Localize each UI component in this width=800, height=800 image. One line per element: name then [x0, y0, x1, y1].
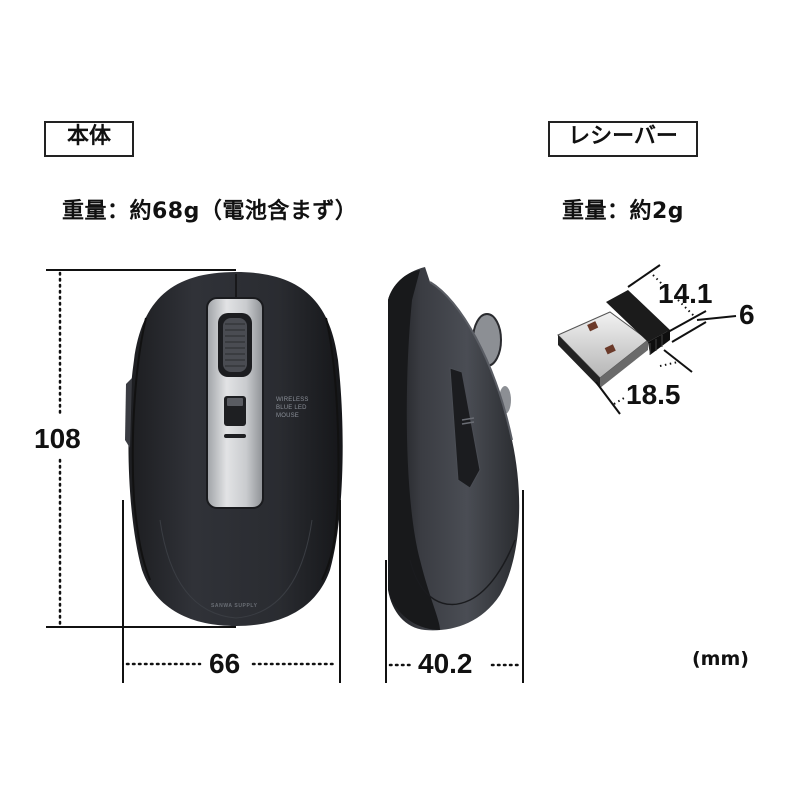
- receiver-dim-height: 6: [739, 299, 755, 330]
- print-line-1: WIRELESS: [276, 397, 309, 403]
- receiver-dim-length: 14.1: [658, 278, 713, 309]
- body-label: 本体: [66, 124, 111, 149]
- mouse-side-view: [388, 267, 520, 631]
- depth-dim-label: 40.2: [414, 649, 477, 679]
- receiver-label: レシーバー: [568, 124, 678, 149]
- receiver-weight-text: 重量：約2g: [562, 199, 685, 224]
- body-weight-text: 重量：約68g（電池含まず）: [62, 199, 358, 224]
- receiver-label-box: レシーバー: [548, 121, 698, 157]
- usb-receiver: [557, 290, 670, 388]
- height-dim-label: 108: [30, 424, 85, 454]
- depth-dimension: [385, 490, 524, 683]
- body-label-box: 本体: [44, 121, 134, 157]
- print-line-3: MOUSE: [276, 413, 300, 419]
- receiver-dim-total: 18.5: [626, 379, 681, 410]
- unit-label: (mm): [692, 648, 749, 670]
- mouse-top-view: [125, 272, 343, 626]
- width-dimension: [122, 500, 341, 683]
- height-dimension: [46, 269, 236, 628]
- receiver-dimensions: [595, 264, 737, 415]
- mouse-print-text: WIRELESS BLUE LED MOUSE: [276, 396, 309, 420]
- print-line-2: BLUE LED: [276, 405, 307, 411]
- width-dim-label: 66: [205, 649, 245, 679]
- mouse-brand-text: SANWA SUPPLY: [211, 603, 258, 609]
